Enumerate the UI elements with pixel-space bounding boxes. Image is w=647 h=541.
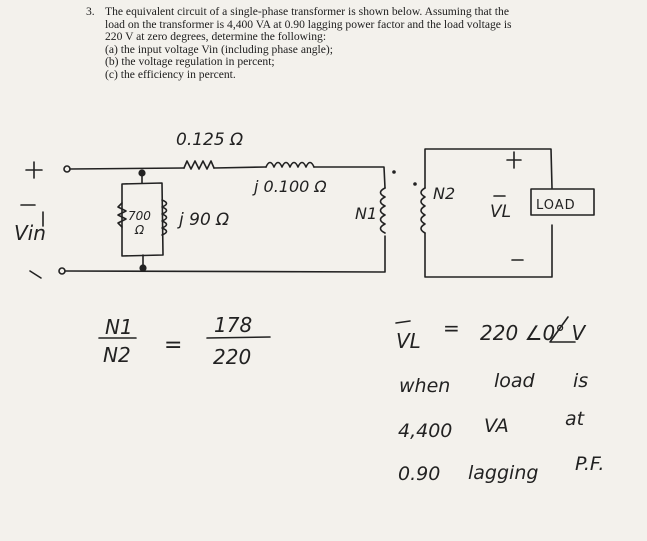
series-resistance-label: 0.125 Ω — [176, 130, 243, 150]
vl-plus-mark — [506, 151, 522, 169]
secondary-wire — [424, 148, 553, 278]
note-va-amount: 4,400 — [398, 420, 452, 442]
ratio-n2: N2 — [103, 343, 131, 367]
problem-line: 220 V at zero degrees, determine the fol… — [105, 30, 327, 44]
input-terminal-top — [63, 165, 71, 173]
note-pf: P.F. — [575, 453, 604, 475]
problem-number: 3. — [86, 5, 95, 18]
note-va: VA — [484, 415, 509, 437]
polarity-dot-secondary — [413, 182, 417, 186]
note-vl: VL — [396, 329, 421, 353]
magnetizing-reactance-label: j 90 Ω — [177, 210, 229, 230]
vin-plus-mark — [25, 161, 43, 179]
top-wire-right — [313, 166, 386, 189]
note-is: is — [573, 370, 588, 392]
series-inductor — [265, 161, 315, 168]
primary-winding — [379, 187, 386, 234]
note-lagging: lagging — [468, 462, 538, 484]
core-resistance-unit: Ω — [134, 223, 145, 237]
vl-label: VL — [490, 202, 511, 222]
note-when: when — [399, 375, 450, 397]
vin-minus-mark — [29, 270, 42, 279]
load-label: LOAD — [536, 198, 576, 213]
vl-note-bar — [395, 320, 411, 324]
problem-line: (b) the voltage regulation in percent; — [105, 55, 275, 69]
note-equals-sign: = — [443, 316, 460, 340]
note-vl-value: 220 ∠0° V — [480, 321, 587, 345]
problem-text: The equivalent circuit of a single-phase… — [105, 5, 586, 82]
note-load: load — [494, 370, 536, 392]
note-at: at — [565, 408, 586, 430]
problem-statement: 3. The equivalent circuit of a single-ph… — [86, 5, 586, 82]
ratio-n1: N1 — [105, 315, 133, 339]
bottom-wire — [64, 235, 386, 273]
problem-line: The equivalent circuit of a single-phase… — [105, 5, 509, 18]
ratio-denominator: 220 — [213, 345, 251, 369]
note-pf-value: 0.90 — [398, 463, 440, 485]
problem-line: load on the transformer is 4,400 VA at 0… — [105, 17, 512, 31]
polarity-dot-primary — [392, 170, 396, 174]
shunt-box — [121, 182, 164, 257]
problem-line: (c) the efficiency in percent. — [105, 67, 236, 81]
ratio-equals-sign: = — [164, 333, 182, 358]
top-wire-mid — [213, 166, 267, 169]
shunt-vertical — [141, 172, 144, 269]
n1-label: N1 — [355, 204, 377, 223]
input-terminal-bottom — [58, 267, 66, 275]
ratio-numerator: 178 — [214, 313, 252, 337]
core-resistance-label: 700 — [128, 209, 151, 223]
angle-symbol — [549, 316, 576, 343]
load-box — [530, 188, 595, 216]
core-resistor — [117, 202, 127, 228]
vin-label: Vin — [14, 221, 46, 245]
secondary-winding — [420, 187, 426, 234]
ratio-line-right — [206, 336, 271, 339]
n2-label: N2 — [433, 184, 455, 203]
top-wire-left — [69, 167, 185, 170]
magnetizing-inductor — [161, 199, 168, 236]
series-resistor — [183, 160, 215, 170]
series-reactance-label: j 0.100 Ω — [252, 177, 327, 196]
problem-line: (a) the input voltage Vin (including pha… — [105, 42, 334, 56]
